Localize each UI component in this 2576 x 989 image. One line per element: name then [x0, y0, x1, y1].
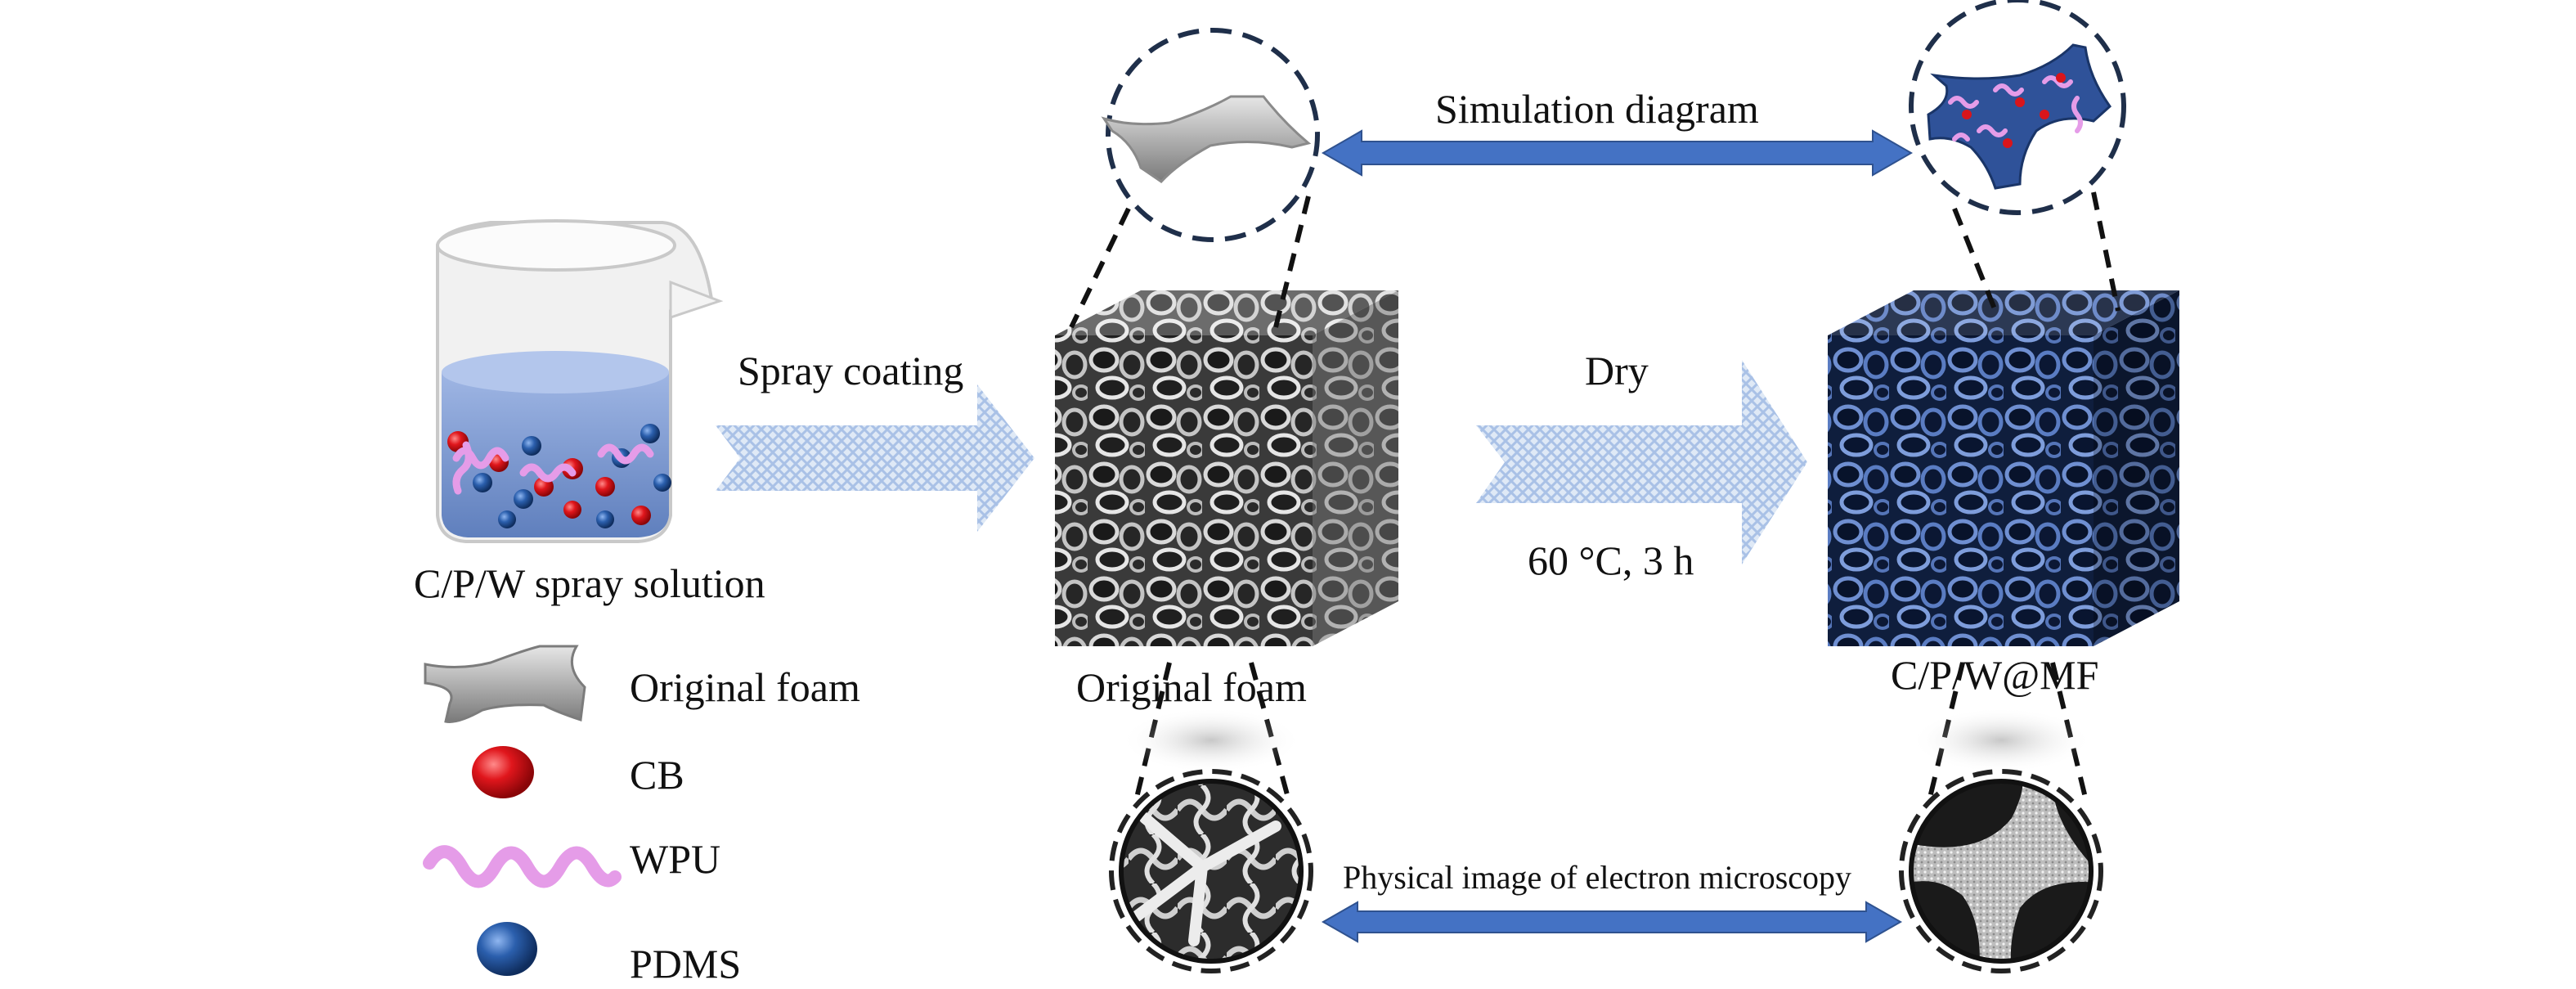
sem-image-coated — [1899, 769, 2103, 973]
sem-image-original — [1109, 769, 1313, 973]
coated-foam-cube-label: C/P/W@MF — [1891, 652, 2099, 698]
legend-label-cb: CB — [630, 752, 684, 798]
zoom-circle-coated-strut — [1909, 0, 2126, 215]
blue-sphere-icon — [477, 922, 537, 976]
shadow-glow-left — [1121, 708, 1301, 773]
foam-strut-icon — [424, 645, 586, 723]
legend-label-pdms: PDMS — [630, 941, 742, 987]
coated-foam-cube — [1828, 290, 2179, 646]
simulation-diagram-label: Simulation diagram — [1435, 86, 1759, 132]
zoom-circle-original-strut — [1101, 28, 1320, 242]
original-foam-cube-label: Original foam — [1076, 664, 1307, 710]
dry-label: Dry — [1585, 348, 1649, 393]
beaker — [436, 219, 724, 543]
shadow-glow-right — [1911, 708, 2091, 773]
zoom-lines-top — [1069, 191, 2120, 329]
legend-label-original-foam: Original foam — [630, 664, 860, 710]
simulation-double-arrow — [1321, 129, 1914, 177]
electron-microscopy-label: Physical image of electron microscopy — [1343, 859, 1852, 896]
dry-condition-label: 60 °C, 3 h — [1528, 537, 1694, 583]
red-sphere-icon — [472, 746, 534, 798]
beaker-label: C/P/W spray solution — [414, 560, 765, 606]
pink-chain-icon — [423, 845, 622, 888]
legend-label-wpu: WPU — [630, 836, 721, 882]
legend-icons — [423, 645, 622, 976]
spray-arrow — [716, 384, 1034, 532]
spray-coating-label: Spray coating — [738, 348, 964, 393]
dry-arrow — [1476, 360, 1807, 564]
sem-double-arrow — [1321, 901, 1903, 943]
original-foam-cube — [1055, 290, 1398, 646]
beaker-particles — [447, 424, 671, 528]
